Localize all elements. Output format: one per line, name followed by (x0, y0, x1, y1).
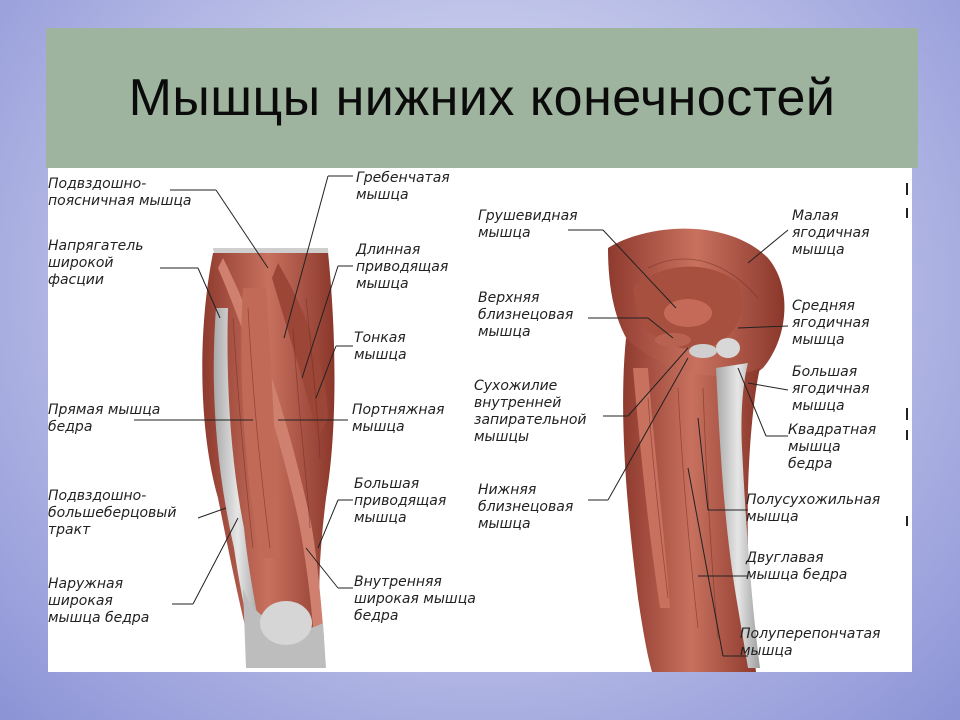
front-thigh-figure (202, 248, 335, 668)
label-rectus-femoris: Прямая мышца бедра (48, 402, 161, 435)
anatomy-image-panel: Подвздошно- поясничная мышца Напрягатель… (48, 168, 912, 672)
back-thigh-figure (608, 228, 785, 672)
label-gemellus-superior: Верхняя близнецовая мышца (478, 290, 574, 340)
label-adductor-magnus: Большая приводящая мышца (354, 476, 447, 526)
label-gemellus-inferior: Нижняя близнецовая мышца (478, 482, 574, 532)
label-adductor-longus: Длинная приводящая мышца (356, 242, 449, 292)
label-gluteus-medius: Средняя ягодичная мышца (792, 298, 870, 348)
front-leader-lines (134, 175, 353, 605)
label-tensor-fasciae-latae: Напрягатель широкой фасции (48, 238, 144, 288)
label-semitendinosus: Полусухожильная мышца (746, 492, 881, 525)
label-semimembranosus: Полуперепончатая мышца (740, 626, 881, 659)
label-vastus-medialis: Внутренняя широкая мышца бедра (354, 574, 476, 624)
back-leader-lines (568, 229, 789, 657)
label-pectineus: Гребенчатая мышца (356, 170, 450, 203)
title-band: Мышцы нижних конечностей (46, 28, 918, 168)
muscle-illustration (134, 175, 908, 672)
label-iliotibial-tract: Подвздошно- большеберцовый тракт (48, 488, 177, 538)
label-biceps-femoris: Двуглавая мышца бедра (746, 550, 848, 583)
label-iliopsoas: Подвздошно- поясничная мышца (48, 176, 192, 209)
label-sartorius: Портняжная мышца (352, 402, 445, 435)
label-obturator-internus-tendon: Сухожилие внутренней запирательной мышцы (474, 378, 587, 445)
label-gracilis: Тонкая мышца (354, 330, 407, 363)
slide-title: Мышцы нижних конечностей (128, 69, 836, 127)
right-edge-fragments (906, 183, 908, 526)
label-piriformis: Грушевидная мышца (478, 208, 578, 241)
label-vastus-lateralis: Наружная широкая мышца бедра (48, 576, 150, 626)
label-gluteus-maximus: Большая ягодичная мышца (792, 364, 870, 414)
label-quadratus-femoris: Квадратная мышца бедра (788, 422, 877, 472)
label-gluteus-minimus: Малая ягодичная мышца (792, 208, 870, 258)
